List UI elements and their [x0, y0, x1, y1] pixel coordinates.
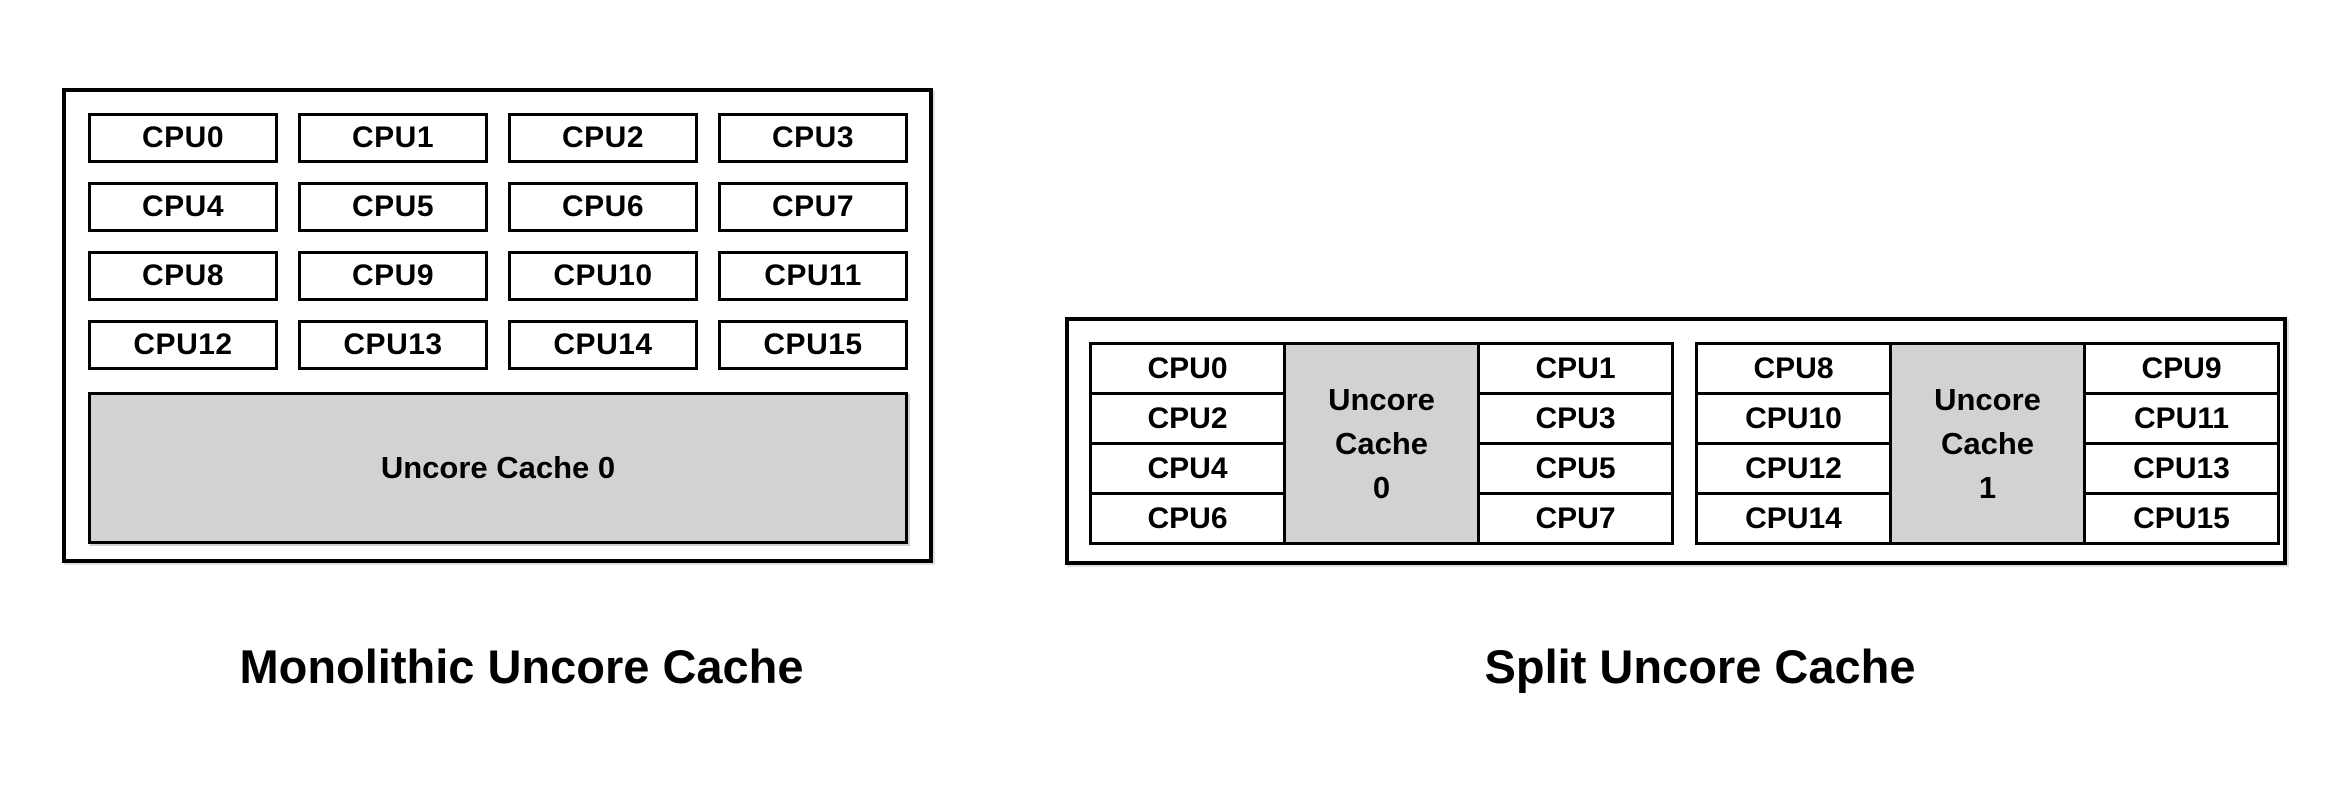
monolithic-caption: Monolithic Uncore Cache — [239, 640, 804, 693]
cpu-box: CPU8 — [88, 251, 278, 301]
cpu-box: CPU6 — [508, 182, 698, 232]
cpu-cell: CPU2 — [1089, 392, 1286, 445]
uncore-cache-1-cell: Uncore Cache 1 — [1889, 342, 2086, 545]
cpu-box: CPU9 — [298, 251, 488, 301]
cpu-cell: CPU14 — [1695, 492, 1892, 545]
cpu-box: CPU10 — [508, 251, 698, 301]
cpu-cell: CPU8 — [1695, 342, 1892, 395]
uncore-cache-0-cell: Uncore Cache 0 — [1283, 342, 1480, 545]
split-group-0: CPU0 Uncore Cache 0 CPU1 CPU2 CPU3 CPU4 … — [1089, 342, 1674, 545]
cpu-box: CPU7 — [718, 182, 908, 232]
cpu-box: CPU11 — [718, 251, 908, 301]
cache-label-line: Uncore — [1934, 381, 2041, 417]
cpu-box: CPU4 — [88, 182, 278, 232]
cpu-cell: CPU6 — [1089, 492, 1286, 545]
cache-label-line: 0 — [1372, 469, 1391, 505]
cpu-cell: CPU13 — [2083, 442, 2280, 495]
cache-label-line: Cache — [1334, 425, 1429, 461]
cpu-cell: CPU1 — [1477, 342, 1674, 395]
cpu-box: CPU12 — [88, 320, 278, 370]
cache-label-line: Uncore — [1328, 381, 1435, 417]
cpu-box: CPU3 — [718, 113, 908, 163]
cpu-cell: CPU12 — [1695, 442, 1892, 495]
cpu-cell: CPU11 — [2083, 392, 2280, 445]
cpu-box: CPU0 — [88, 113, 278, 163]
split-group-1: CPU8 Uncore Cache 1 CPU9 CPU10 CPU11 CPU… — [1695, 342, 2280, 545]
cpu-cell: CPU0 — [1089, 342, 1286, 395]
cache-label-line: Cache — [1940, 425, 2035, 461]
split-caption: Split Uncore Cache — [1484, 640, 1916, 693]
cpu-box: CPU14 — [508, 320, 698, 370]
monolithic-cpu-grid: CPU0 CPU1 CPU2 CPU3 CPU4 CPU5 CPU6 CPU7 … — [88, 113, 908, 370]
cpu-box: CPU5 — [298, 182, 488, 232]
cache-label-line: 1 — [1978, 469, 1997, 505]
cpu-box: CPU13 — [298, 320, 488, 370]
cpu-cell: CPU10 — [1695, 392, 1892, 445]
cpu-box: CPU1 — [298, 113, 488, 163]
cpu-cell: CPU9 — [2083, 342, 2280, 395]
cpu-cell: CPU7 — [1477, 492, 1674, 545]
split-diagram-box: CPU0 Uncore Cache 0 CPU1 CPU2 CPU3 CPU4 … — [1065, 317, 2287, 565]
cpu-cell: CPU15 — [2083, 492, 2280, 545]
monolithic-diagram-box: CPU0 CPU1 CPU2 CPU3 CPU4 CPU5 CPU6 CPU7 … — [62, 88, 933, 563]
cpu-cell: CPU5 — [1477, 442, 1674, 495]
uncore-cache-0-box: Uncore Cache 0 — [88, 392, 908, 544]
cpu-box: CPU15 — [718, 320, 908, 370]
cpu-cell: CPU3 — [1477, 392, 1674, 445]
cpu-cell: CPU4 — [1089, 442, 1286, 495]
cpu-box: CPU2 — [508, 113, 698, 163]
